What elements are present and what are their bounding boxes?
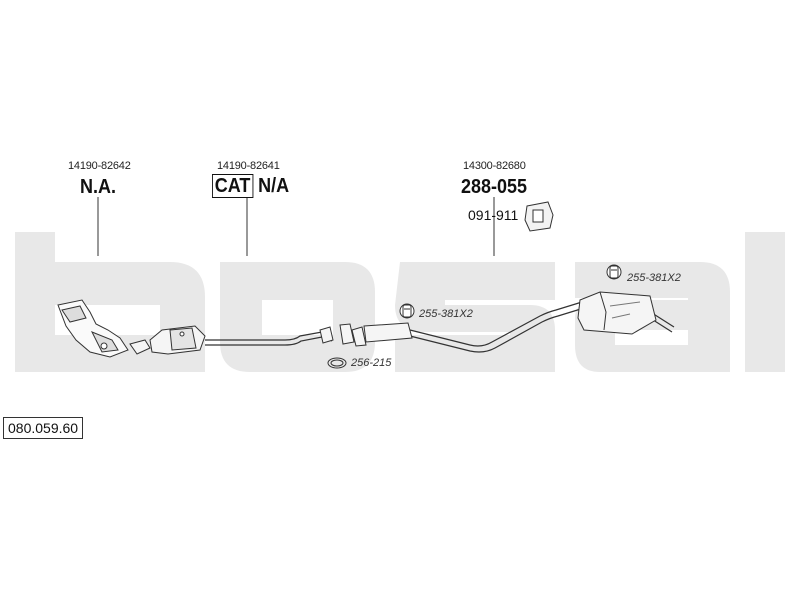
mid-flanges — [319, 323, 367, 347]
part-number: N.A. — [80, 176, 116, 198]
rear-silencer — [577, 291, 657, 335]
leader-lines — [97, 197, 495, 256]
oe-number: 14190-82641 — [217, 160, 280, 172]
diagram-code: 080.059.60 — [3, 417, 84, 439]
gasket-label: 256-215 — [351, 357, 392, 369]
exhaust-pipe — [205, 301, 675, 353]
part-number: 288-055 — [461, 176, 528, 198]
oe-number: 14300-82680 — [463, 160, 526, 172]
manifold-part — [57, 299, 129, 358]
hanger-part — [524, 201, 554, 232]
catalyst-part — [129, 325, 206, 355]
cat-label-box: CAT — [212, 174, 254, 198]
clamp-icon — [399, 303, 415, 319]
oe-number: 14190-82642 — [68, 160, 131, 172]
clamp-label: 255-381X2 — [627, 272, 681, 284]
clamp-label: 255-381X2 — [419, 308, 473, 320]
part-number: N/A — [258, 175, 290, 197]
sub-part-number: 091-911 — [468, 207, 519, 223]
middle-silencer — [363, 322, 413, 343]
part-number-row: CAT N/A — [212, 174, 290, 198]
clamp-icon — [606, 264, 622, 280]
bosal-watermark — [15, 232, 785, 372]
gasket-icon — [327, 357, 347, 369]
